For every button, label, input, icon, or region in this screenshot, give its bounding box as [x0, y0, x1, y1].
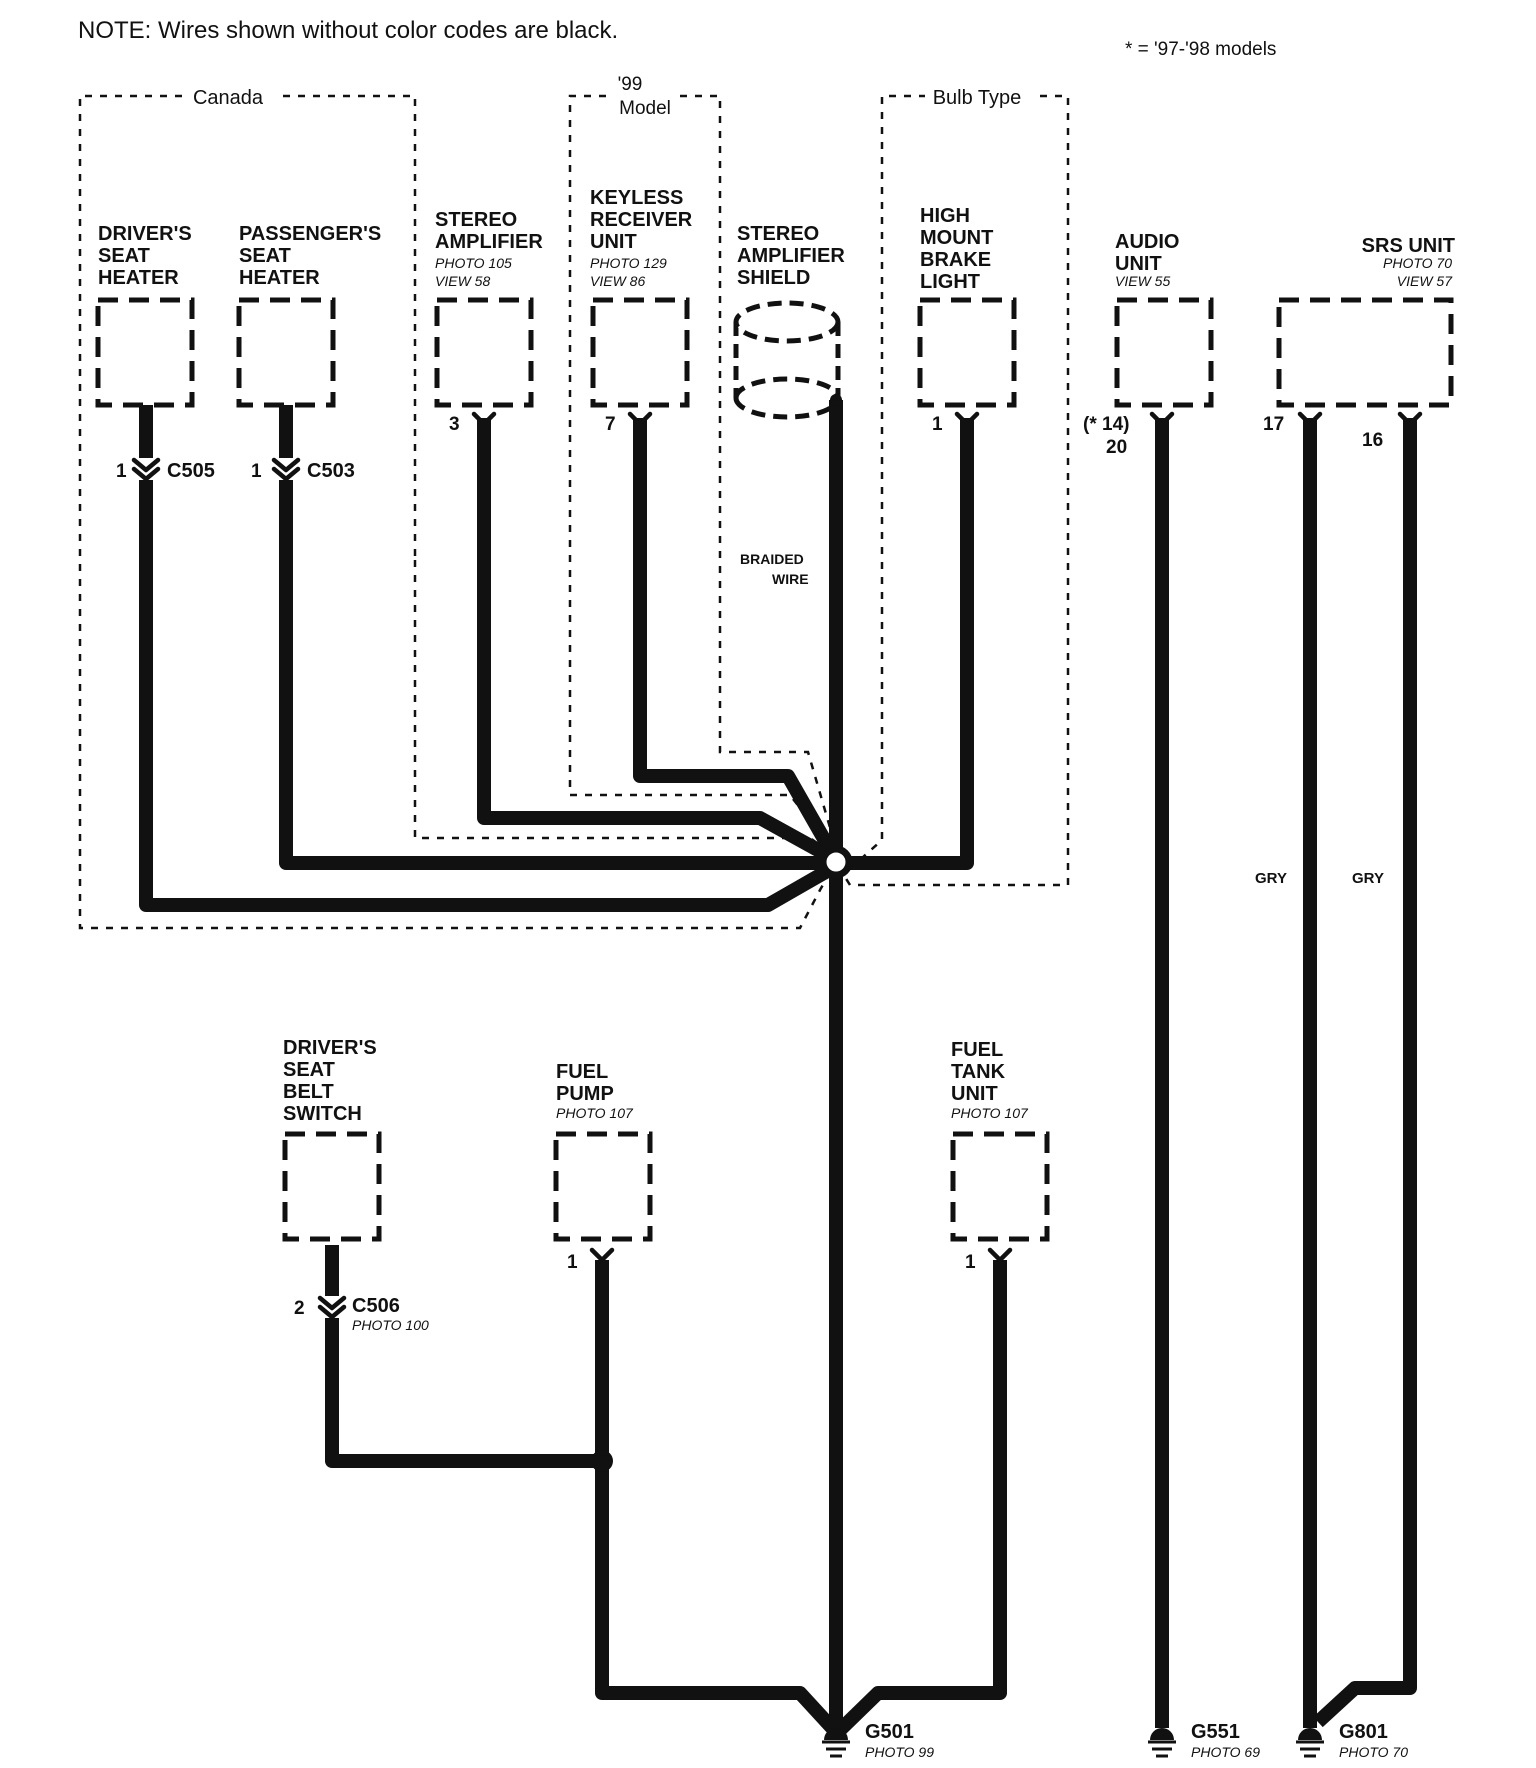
ground-label-g501: G501	[865, 1721, 914, 1743]
stereo-shield-cylinder	[733, 300, 842, 420]
component-box-stereo-amplifier	[434, 297, 534, 408]
label-srs-unit: SRS UNIT	[1362, 235, 1455, 257]
component-box-fuel-pump	[553, 1131, 653, 1242]
connector-label-c503: C503	[307, 460, 355, 482]
main-splice	[819, 845, 853, 879]
connector-label-c505: C505	[167, 460, 215, 482]
photo-ref-stereo-amplifier: PHOTO 105	[435, 255, 512, 271]
component-box-drivers-seat-heater	[95, 297, 195, 408]
ground-photo-g551: PHOTO 69	[1191, 1744, 1260, 1760]
pin-number-audio: 20	[1106, 437, 1127, 458]
label-passengers-seat-heater: PASSENGER'S SEAT HEATER	[239, 223, 387, 289]
component-box-keyless-receiver	[590, 297, 690, 408]
inline-connector-c505	[131, 457, 161, 482]
view-ref-keyless-receiver: VIEW 86	[590, 273, 645, 289]
braided-wire-label-line2: WIRE	[772, 571, 809, 587]
wire-drivers-seat-heater	[139, 405, 840, 912]
label-audio-unit: AUDIO UNIT	[1115, 231, 1185, 275]
region-bulb-type: Bulb Type	[836, 84, 1070, 887]
label-seat-belt-switch: DRIVER'S SEAT BELT SWITCH	[283, 1037, 382, 1125]
region-canada: Canada	[78, 84, 840, 930]
view-ref-srs-unit: VIEW 57	[1397, 273, 1453, 289]
pin-terminal-amp	[471, 411, 497, 427]
wire-stereo-amplifier	[477, 418, 840, 867]
pin-number-brake: 1	[932, 414, 943, 435]
pin-number-psh: 1	[251, 461, 262, 482]
pin-number-pump: 1	[567, 1252, 578, 1273]
region-label-bulb-type: Bulb Type	[933, 87, 1022, 109]
region-label-99: '99	[618, 74, 643, 95]
pin-number-audio-alt: (* 14)	[1083, 414, 1129, 435]
pin-number-srs-17: 17	[1263, 414, 1284, 435]
wire-color-srs-left: GRY	[1255, 870, 1287, 887]
braided-wire-label-line1: BRAIDED	[740, 551, 804, 567]
wire-passengers-seat-heater	[279, 405, 836, 870]
wire-keyless-receiver	[633, 418, 843, 864]
pin-number-srs-16: 16	[1362, 430, 1383, 451]
component-box-passengers-seat-heater	[236, 297, 336, 408]
pin-terminal-pump	[589, 1247, 615, 1263]
pin-terminal-keyless	[627, 411, 653, 427]
photo-ref-srs-unit: PHOTO 70	[1383, 255, 1452, 271]
wire-srs-16	[1313, 418, 1417, 1728]
wire-fuel-tank	[835, 1260, 1007, 1736]
region-label-canada: Canada	[193, 87, 264, 109]
ground-symbol-g801	[1296, 1728, 1324, 1758]
belt-pump-splice	[591, 1450, 613, 1472]
view-ref-audio-unit: VIEW 55	[1115, 273, 1170, 289]
ground-symbol-g501	[822, 1728, 850, 1758]
ground-symbol-g551	[1148, 1728, 1176, 1758]
wire-brake-light	[836, 418, 974, 870]
photo-ref-fuel-pump: PHOTO 107	[556, 1105, 634, 1121]
pin-terminal-audio	[1149, 411, 1175, 427]
pin-terminal-srs-17	[1297, 411, 1323, 427]
component-box-audio-unit	[1114, 297, 1214, 408]
label-brake-light: HIGH MOUNT BRAKE LIGHT	[920, 205, 999, 293]
wires	[139, 400, 1417, 1740]
label-keyless-receiver: KEYLESS RECEIVER UNIT	[590, 187, 698, 253]
pin-number-keyless: 7	[605, 414, 616, 435]
pin-terminal-srs-16	[1397, 411, 1423, 427]
label-fuel-tank: FUEL TANK UNIT	[951, 1039, 1011, 1105]
pin-terminal-brake	[954, 411, 980, 427]
wire-fuel-pump	[595, 1260, 840, 1735]
photo-ref-keyless-receiver: PHOTO 129	[590, 255, 667, 271]
wire-color-srs-right: GRY	[1352, 870, 1384, 887]
pin-terminal-tank	[987, 1247, 1013, 1263]
pin-number-belt: 2	[294, 1298, 305, 1319]
inline-connector-c506	[317, 1295, 347, 1320]
view-ref-stereo-amplifier: VIEW 58	[435, 273, 490, 289]
label-stereo-shield: STEREO AMPLIFIER SHIELD	[737, 223, 850, 289]
inline-connector-c503	[271, 457, 301, 482]
pin-number-tank: 1	[965, 1252, 976, 1273]
photo-ref-fuel-tank: PHOTO 107	[951, 1105, 1029, 1121]
ground-photo-g801: PHOTO 70	[1339, 1744, 1408, 1760]
ground-photo-g501: PHOTO 99	[865, 1744, 934, 1760]
region-label-model: Model	[619, 98, 671, 119]
component-box-fuel-tank	[950, 1131, 1050, 1242]
pin-number-amp: 3	[449, 414, 460, 435]
connector-label-c506: C506	[352, 1295, 400, 1317]
ground-label-g801: G801	[1339, 1721, 1388, 1743]
label-drivers-seat-heater: DRIVER'S SEAT HEATER	[98, 223, 197, 289]
component-box-seat-belt-switch	[282, 1131, 382, 1242]
label-stereo-amplifier: STEREO AMPLIFIER	[435, 209, 543, 253]
photo-ref-c506: PHOTO 100	[352, 1317, 429, 1333]
wire-seat-belt-switch	[325, 1245, 602, 1468]
ground-label-g551: G551	[1191, 1721, 1240, 1743]
color-code-note: NOTE: Wires shown without color codes ar…	[78, 17, 618, 44]
pin-terminals	[471, 411, 1423, 1263]
component-box-brake-light	[917, 297, 1017, 408]
pin-number-dsh: 1	[116, 461, 127, 482]
component-box-srs-unit	[1276, 297, 1454, 408]
model-year-note: * = '97-'98 models	[1125, 39, 1276, 60]
label-fuel-pump: FUEL PUMP	[556, 1061, 614, 1105]
